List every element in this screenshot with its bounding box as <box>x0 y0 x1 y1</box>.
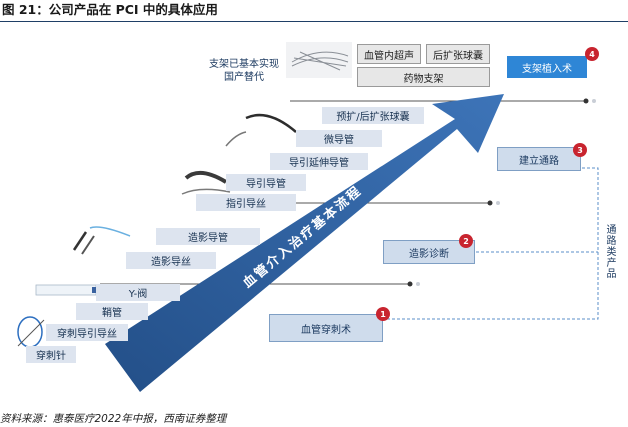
drug-stent-product: 药物支架 <box>357 67 490 87</box>
product-angiography-guidewire: 造影导丝 <box>126 252 216 269</box>
microcatheter-illustration <box>225 113 297 147</box>
stent-illustration <box>286 42 352 78</box>
timeline-dot-1 <box>407 281 413 287</box>
product-pre-post-dilation-balloon: 预扩/后扩张球囊 <box>322 107 424 124</box>
product-y-valve: Y-阀 <box>96 284 180 301</box>
product-puncture-needle: 穿刺针 <box>26 346 76 363</box>
source-note: 资料来源：惠泰医疗2022年中报，西南证券整理 <box>0 413 227 425</box>
step-establish-access: 建立通路 <box>497 147 581 171</box>
timeline-dots-light <box>416 99 596 286</box>
note-line-2: 国产替代 <box>224 72 264 83</box>
domestic-substitution-note: 支架已基本实现 国产替代 <box>198 58 290 84</box>
product-sheath: 鞘管 <box>76 303 148 320</box>
sheath-illustration <box>35 284 97 296</box>
product-microcatheter: 微导管 <box>296 130 382 147</box>
timeline-dots <box>407 98 589 287</box>
timeline-dot-2 <box>487 200 493 206</box>
step-1-badge: 1 <box>376 307 390 321</box>
post-dilation-balloon-product: 后扩张球囊 <box>426 44 490 64</box>
product-puncture-guidewire: 穿刺导引导丝 <box>46 324 128 341</box>
product-guide-catheter: 导引导管 <box>226 174 306 191</box>
step-2-badge: 2 <box>459 234 473 248</box>
pathway-connector <box>384 167 599 320</box>
timeline-dot-3 <box>583 98 589 104</box>
ivus-product: 血管内超声 <box>357 44 421 64</box>
step-stent-implantation: 支架植入术 <box>507 56 587 78</box>
process-arrow <box>105 94 504 392</box>
product-guide-extension-catheter: 导引延伸导管 <box>270 153 368 170</box>
pci-diagram: 血管介入治疗基本流程 <box>17 42 599 392</box>
angiography-catheter-illustration <box>72 226 131 255</box>
product-guidewire: 指引导丝 <box>196 194 296 211</box>
guide-catheter-illustration <box>181 170 231 195</box>
step-4-badge: 4 <box>585 47 599 61</box>
guidewire-illustration <box>17 316 45 348</box>
figure-title: 图 21：公司产品在 PCI 中的具体应用 <box>0 0 628 22</box>
step-vascular-puncture: 血管穿刺术 <box>269 314 383 342</box>
note-line-1: 支架已基本实现 <box>209 59 279 70</box>
step-3-badge: 3 <box>573 143 587 157</box>
pathway-products-label: 通路类产品 <box>604 224 615 279</box>
product-angiography-catheter: 造影导管 <box>156 228 260 245</box>
